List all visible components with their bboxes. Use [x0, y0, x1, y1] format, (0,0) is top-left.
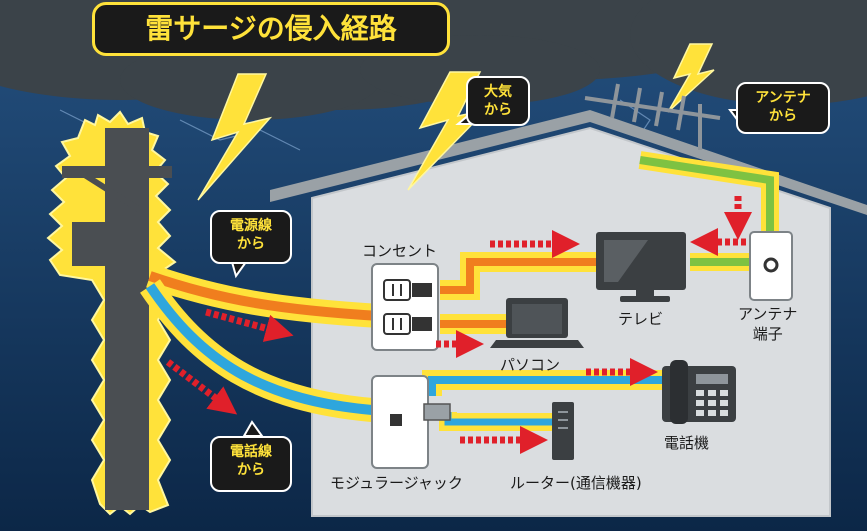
bubble-phone-line1: 電話線 [230, 444, 272, 460]
tv-antenna [584, 83, 721, 150]
label-tv: テレビ [618, 310, 664, 328]
wall-outlet [371, 263, 439, 351]
outlet-tv-cable [440, 258, 596, 294]
label-phone: 電話機 [664, 434, 710, 452]
house-roof [270, 110, 867, 215]
phone-cable-main [145, 283, 373, 415]
label-pc: パソコン [500, 356, 561, 374]
laptop-pc [490, 298, 584, 348]
tv-set [596, 232, 686, 302]
lightning-bolt-left [197, 73, 273, 201]
surge-arrow-phone-line [165, 359, 238, 415]
pole-body [105, 128, 149, 510]
label-antenna-terminal-line2: 端子 [752, 325, 783, 343]
bubble-from-power-line: 電源線 から [210, 210, 292, 264]
diagram-title: 雷サージの侵入経路 [92, 2, 450, 56]
bubble-from-antenna: アンテナ から [736, 82, 830, 134]
bubble-atmosphere-line1: 大気 [484, 84, 512, 100]
bubble-antenna-line2: から [769, 108, 797, 124]
label-modular-jack: モジュラージャック [330, 474, 463, 492]
bubble-from-phone-line: 電話線 から [210, 436, 292, 492]
bubble-atmosphere-line2: から [484, 102, 512, 118]
modular-jack-plate [371, 375, 451, 469]
pole-crossarm [62, 166, 172, 178]
cables [140, 151, 779, 431]
label-antenna-terminal-line1: アンテナ [738, 305, 798, 323]
bubble-phone-line2: から [237, 462, 265, 478]
jack-phone-cable [428, 376, 662, 396]
antenna-cable [639, 156, 774, 266]
antenna-terminal-plate [749, 231, 793, 301]
label-router: ルーター(通信機器) [510, 474, 642, 492]
bubble-power-line1: 電源線 [230, 218, 272, 234]
utility-pole [46, 110, 177, 516]
router-device [552, 402, 574, 460]
lightning-bolts [197, 43, 715, 201]
label-outlet: コンセント [362, 242, 438, 260]
bubble-antenna-line1: アンテナ [755, 90, 811, 106]
power-cable-main [148, 271, 381, 321]
telephone [662, 360, 736, 424]
label-antenna-terminal: アンテナ 端子 [738, 304, 797, 344]
bubble-power-line2: から [237, 236, 265, 252]
surge-arrows [165, 196, 752, 454]
pole-transformer [72, 222, 106, 266]
surge-arrow-power-line [205, 308, 294, 342]
bubble-from-atmosphere: 大気 から [466, 76, 530, 126]
pole-brace [78, 169, 142, 213]
lightning-bolt-antenna [667, 43, 715, 113]
